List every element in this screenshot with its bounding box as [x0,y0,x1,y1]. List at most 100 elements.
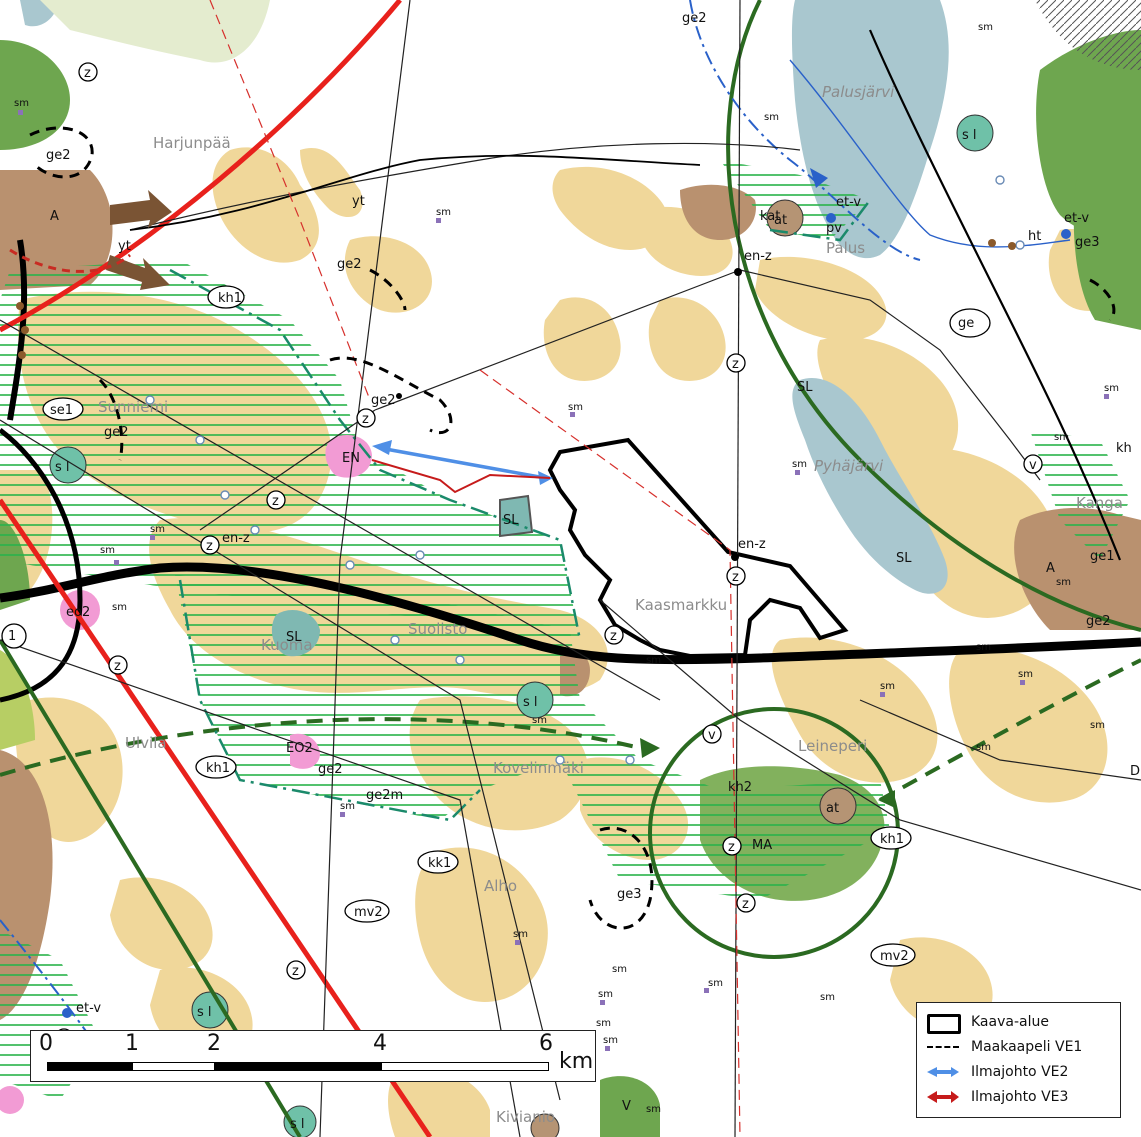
label-leineperi: Leineperi [798,737,867,755]
legend-label-maakaapeli: Maakaapeli VE1 [971,1038,1083,1055]
label-ge3-east: ge3 [1075,235,1100,250]
label-kk1: kk1 [428,856,451,871]
label-SL-pyha: SL [797,380,813,395]
label-kh2: kh2 [728,780,752,795]
label-sl-south: s l [197,1005,212,1020]
hatched-zones [0,160,1130,1100]
label-v-2: v [1029,458,1037,473]
label-kivianio: Kivianio [496,1108,555,1126]
label-kh1-north: kh1 [218,291,242,306]
label-sm-1: sm [14,98,29,109]
ilmajohto-ve2-line[interactable] [379,446,546,480]
label-sm-19: sm [976,742,991,753]
label-sm-24: sm [1054,432,1069,443]
kaava-alue-outline[interactable] [547,437,849,659]
green-arrow-west [640,738,660,758]
brown-arrows [106,190,172,290]
label-se1: se1 [50,403,73,418]
label-z-5: z [732,357,739,372]
label-EO2: EO2 [286,741,313,756]
label-ge2-ulvila: ge2 [318,762,343,777]
black-dots [396,268,742,561]
at-circle-markers [530,199,857,1137]
legend-ve3-arrow-icon [927,1090,959,1103]
label-z-8: z [114,659,121,674]
label-kh1-ulvila: kh1 [206,761,230,776]
label-sm-2: sm [436,207,451,218]
label-ge2m: ge2m [366,788,403,803]
label-sm-6: sm [764,112,779,123]
scale-tick-4: 4 [373,1031,387,1056]
label-sm-27: sm [820,992,835,1003]
label-EN: EN [342,451,360,466]
label-kovelinmaki: Kovelinmäki [493,759,584,777]
label-sm-11: sm [340,801,355,812]
label-sm-28: sm [646,655,661,666]
scale-tick-1: 1 [125,1031,139,1056]
sm-markers [18,110,1109,1051]
label-sm-21: sm [1018,669,1033,680]
label-en-z-north: en-z [744,249,772,264]
green-arrow-east [878,790,895,808]
label-alho: Alho [484,877,517,895]
label-SL-kuoma: SL [286,630,302,645]
scale-tick-0: 0 [39,1031,53,1056]
scale-tick-6: 6 [539,1031,553,1056]
legend-swatch-maakaapeli [925,1038,961,1056]
label-sm-26: sm [646,1104,661,1115]
label-sl-palus: s l [962,128,977,143]
legend-label-ilmajohto-ve2: Ilmajohto VE2 [971,1063,1069,1080]
legend-row-ilmajohto-ve3: Ilmajohto VE3 [925,1084,1112,1109]
label-ge3: ge3 [617,887,642,902]
label-ht: ht [1028,229,1041,244]
label-sm-17: sm [603,1035,618,1046]
label-en-z-west: en-z [222,531,250,546]
label-at-leineperi: at [826,801,839,816]
label-sm-14: sm [598,989,613,1000]
green-dashed-line-west [0,717,641,777]
label-sl-west: s l [55,460,70,475]
legend-swatch-ilmajohto-ve2 [925,1063,961,1081]
label-sm-12: sm [513,929,528,940]
label-kangas: Kanga [1076,494,1123,512]
label-mv2: mv2 [354,905,383,920]
label-ge2-nw: ge2 [46,148,71,163]
label-ge2-west: ge2 [104,425,129,440]
sl-polygons [271,494,534,657]
red-dashed-arc [9,248,131,273]
label-z-7: z [610,629,617,644]
legend-row-maakaapeli: Maakaapeli VE1 [925,1034,1112,1059]
label-ge2-center: ge2 [337,257,362,272]
map-legend: Kaava-alue Maakaapeli VE1 Ilmajohto VE2 … [916,1002,1121,1118]
blue-dots [62,213,1071,1018]
label-V: V [622,1099,631,1114]
label-suolisto: Suolisto [408,620,467,638]
label-harjunpaa: Harjunpää [153,134,231,152]
label-sm-3: sm [568,402,583,413]
legend-swatch-kaava-alue [925,1013,961,1034]
label-kaasmarkku: Kaasmarkku [635,596,727,614]
label-ge1: ge1 [1090,549,1115,564]
ilmajohto-ve3-line[interactable] [371,459,551,494]
blue-stream-lines [789,59,1071,248]
label-v-1: v [708,728,716,743]
label-sm-16: sm [596,1018,611,1029]
label-sm-15: sm [708,978,723,989]
label-eo2: eo2 [66,605,90,620]
label-kuoma: Kuoma [261,636,313,654]
scale-tick-2: 2 [207,1031,221,1056]
label-sl-center: s l [523,695,538,710]
label-z-11: z [292,964,299,979]
red-dashed-lines [209,0,741,1137]
label-ge2-north: ge2 [682,11,707,26]
label-z-3: z [272,494,279,509]
label-sm-10: sm [792,459,807,470]
legend-swatch-ilmajohto-ve3 [925,1088,961,1106]
label-sunniemi: Sunniemi [98,398,168,416]
label-ge2-road: ge2 [371,393,396,408]
label-one: 1 [8,629,16,644]
road-north [129,154,701,231]
label-sm-20: sm [1090,720,1105,731]
